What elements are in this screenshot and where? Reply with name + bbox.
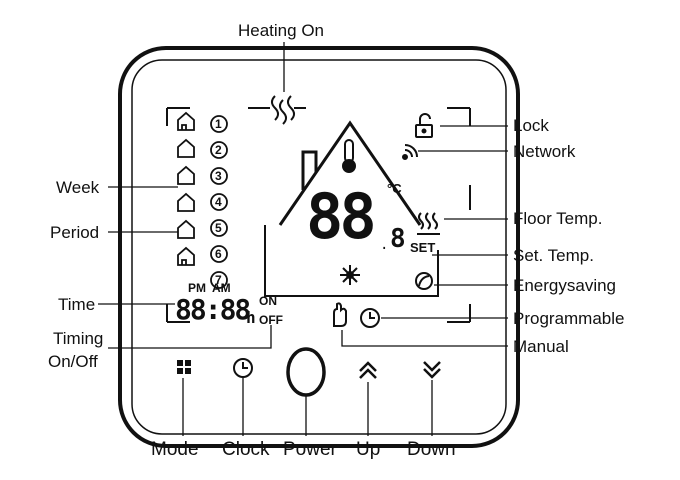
period-number-5: 5	[215, 221, 222, 235]
house-outline-icon	[278, 120, 422, 226]
heating-on-icon	[271, 95, 295, 125]
label-manual: Manual	[513, 337, 569, 356]
device-outer-frame	[118, 46, 520, 448]
time-digits: 88:88	[175, 293, 251, 326]
period-number-3: 3	[215, 169, 222, 183]
label-heating-on: Heating On	[238, 21, 324, 40]
lock-icon	[415, 113, 433, 138]
label-network: Network	[513, 142, 576, 161]
leader-manual	[341, 330, 508, 347]
pm-indicator: PM	[188, 281, 206, 295]
energysaving-icon	[415, 272, 433, 290]
temperature-digits: 88	[306, 180, 377, 253]
period-number-1: 1	[215, 117, 222, 131]
label-set-temp: Set. Temp.	[513, 246, 594, 265]
label-energysaving: Energysaving	[513, 276, 617, 295]
leader-lines	[98, 42, 508, 436]
label-floor-temp: Floor Temp.	[513, 209, 603, 228]
period-number-7: 7	[215, 273, 222, 287]
label-on-off: On/Off	[48, 352, 98, 371]
label-down: Down	[407, 439, 456, 460]
leader-timing	[108, 325, 272, 349]
device-inner-frame	[131, 59, 507, 435]
screen-corner-marks	[166, 107, 471, 323]
network-icon	[402, 144, 418, 160]
thermometer-icon	[342, 139, 356, 173]
am-indicator: AM	[212, 281, 231, 295]
label-programmable: Programmable	[513, 309, 625, 328]
power-button	[286, 347, 326, 397]
sun-icon	[340, 265, 360, 285]
period-circles	[210, 115, 228, 289]
label-time: Time	[58, 295, 96, 314]
label-mode: Mode	[151, 439, 199, 460]
label-timing: Timing	[53, 329, 104, 348]
period-number-2: 2	[215, 143, 222, 157]
up-button-icon	[359, 361, 377, 379]
manual-hand-icon	[333, 302, 347, 327]
timing-on: ON	[259, 294, 277, 308]
clock-button-icon	[233, 358, 253, 378]
display-area-outline	[264, 225, 439, 297]
decimal-dot: .	[380, 237, 389, 253]
celsius-unit: °C	[387, 181, 402, 196]
mode-button-icon	[177, 360, 191, 374]
set-temp-tag: SET	[410, 240, 436, 255]
floor-temp-icon	[417, 212, 440, 235]
programmable-clock-icon	[360, 308, 380, 328]
temperature-decimal: 8	[390, 224, 406, 254]
label-lock: Lock	[513, 116, 549, 135]
chimney-icon	[301, 150, 318, 190]
period-number-6: 6	[215, 247, 222, 261]
down-button-icon	[423, 361, 441, 379]
label-week: Week	[56, 178, 100, 197]
hour-unit: h	[246, 308, 256, 327]
timing-off: OFF	[259, 313, 283, 327]
label-up: Up	[356, 439, 381, 460]
period-number-4: 4	[215, 195, 222, 209]
label-period: Period	[50, 223, 100, 242]
week-day-icons	[177, 111, 195, 266]
label-clock: Clock	[222, 439, 270, 460]
label-power: Power	[283, 439, 337, 460]
